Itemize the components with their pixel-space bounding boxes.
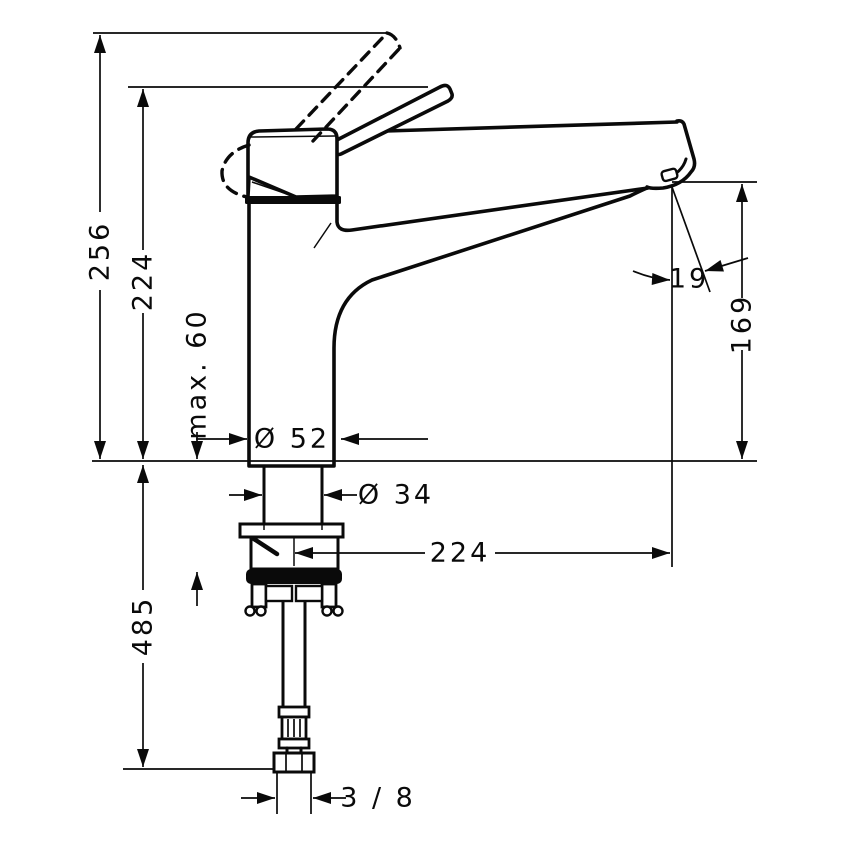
- handle-base: [246, 127, 339, 199]
- body-highlight-line: [313, 222, 332, 249]
- spout-top-edge: [384, 120, 679, 133]
- clamp-screw-foot: [244, 605, 256, 617]
- aerator-ring: [660, 167, 679, 183]
- clamp-leg-right: [320, 582, 338, 609]
- body-outline: [247, 186, 649, 468]
- handle-base-top-line: [250, 135, 336, 138]
- clamp-screw-foot: [321, 605, 333, 617]
- handle-raised-dashed: [294, 31, 402, 143]
- clamp-screw-foot: [255, 605, 267, 617]
- dim-label-hose-length: 485: [128, 596, 159, 657]
- seal-washer: [246, 569, 342, 584]
- dim-19-left: [632, 270, 671, 285]
- dim-label-overall-height: 256: [85, 221, 116, 282]
- dim-label-shank-diameter: Ø 34: [358, 480, 434, 511]
- mounting-hardware: [238, 464, 345, 774]
- coupling-band-bottom: [277, 737, 311, 750]
- faucet-outline: [220, 31, 697, 468]
- clamp-leg-left: [250, 582, 268, 609]
- dim-label-outlet-height: 169: [727, 294, 758, 355]
- dimension-labels: 256 224 max. 60 485 169 Ø 52 Ø 34 224 19…: [85, 221, 758, 814]
- dim-label-handle-height: 224: [128, 251, 159, 312]
- hex-nut: [272, 751, 316, 774]
- handle-lever: [333, 83, 454, 157]
- handle-forward-dashed: [220, 143, 251, 199]
- clamp-wedge: [251, 536, 280, 557]
- extension-lines: [92, 32, 757, 814]
- spout-tip-slant-line: [671, 186, 711, 293]
- clamp-bar-right: [294, 584, 324, 603]
- dimension-lines: [94, 35, 749, 804]
- handle-seam-band: [245, 196, 341, 204]
- dim-label-max-counter-thickness: max. 60: [182, 308, 213, 439]
- dim-label-body-diameter: Ø 52: [254, 424, 330, 455]
- dim-label-connection-size: 3 / 8: [340, 783, 416, 814]
- handle-base-slant-line: [251, 181, 294, 197]
- spout-tip-edge: [645, 119, 697, 191]
- dim-label-outlet-offset: 19: [669, 264, 709, 295]
- coupling-band-top: [277, 705, 311, 719]
- dim-label-spout-reach: 224: [430, 538, 491, 569]
- mounting-flange: [238, 522, 345, 539]
- dim-19-right: [704, 257, 749, 272]
- clamp-screw-foot: [332, 605, 344, 617]
- clamp-bar-left: [264, 584, 294, 603]
- spout-bottom-edge: [335, 186, 650, 233]
